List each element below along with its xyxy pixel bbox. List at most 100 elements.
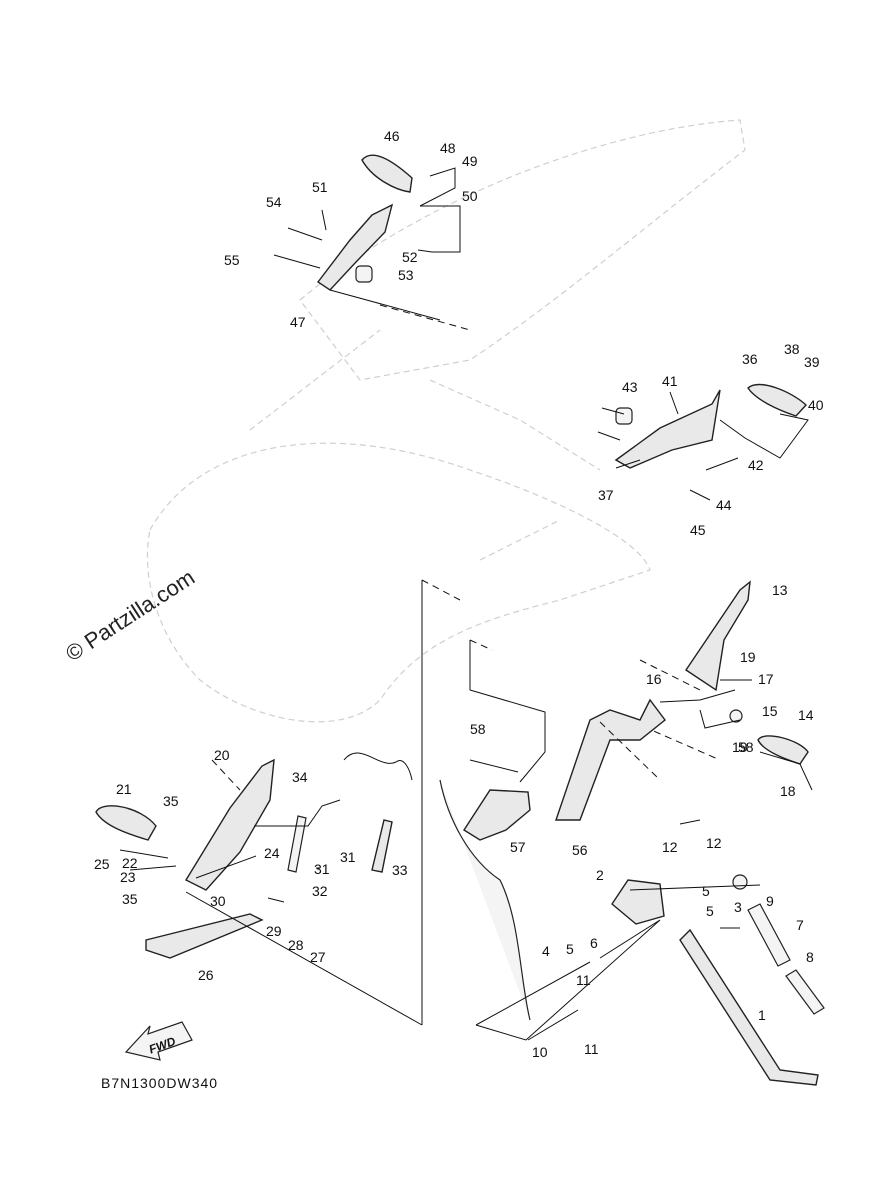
cable-33 xyxy=(371,819,393,873)
left-rider-footrest-group xyxy=(95,579,461,1026)
callout-label: 27 xyxy=(310,949,326,965)
sidestand-group xyxy=(439,779,825,1086)
spacer-43 xyxy=(615,407,633,425)
heel-guard-13 xyxy=(685,580,751,692)
callout-label: 5 xyxy=(566,941,574,957)
callout-label: 38 xyxy=(784,341,800,357)
callout-label: 13 xyxy=(772,582,788,598)
spring-8 xyxy=(785,969,825,1015)
callout-label: 11 xyxy=(576,972,591,988)
callout-label: 20 xyxy=(214,747,230,763)
callout-label: 35 xyxy=(122,891,138,907)
bolt-9 xyxy=(732,874,748,890)
callout-label: 36 xyxy=(742,351,758,367)
callout-label: 12 xyxy=(662,839,678,855)
footrest-14 xyxy=(757,735,809,765)
callout-label: 41 xyxy=(662,373,678,389)
rod-32 xyxy=(287,815,307,873)
callout-label: 17 xyxy=(758,671,774,687)
callout-label: 23 xyxy=(120,869,136,885)
callout-label: 45 xyxy=(690,522,706,538)
callout-label: 6 xyxy=(590,935,598,951)
callout-label: 14 xyxy=(798,707,814,723)
callout-label: 50 xyxy=(462,188,478,204)
callout-label: 43 xyxy=(622,379,638,395)
watermark-text: © Partzilla.com xyxy=(61,564,199,666)
callout-label: 58 xyxy=(470,721,486,737)
callout-label: 32 xyxy=(312,883,328,899)
callout-label: 37 xyxy=(598,487,614,503)
upper-left-footrest-group xyxy=(273,154,471,331)
callout-label: 26 xyxy=(198,967,214,983)
bracket-20 xyxy=(185,758,275,891)
callout-label: 44 xyxy=(716,497,732,513)
callout-label: 18 xyxy=(780,783,796,799)
callout-label: 30 xyxy=(210,893,226,909)
callout-label: 52 xyxy=(402,249,418,265)
callout-label: 29 xyxy=(266,923,282,939)
diagram-code: B7N1300DW340 xyxy=(101,1075,218,1091)
bracket-47 xyxy=(316,203,394,291)
callout-label: 21 xyxy=(116,781,132,797)
callout-label: 1 xyxy=(758,1007,766,1023)
callout-label: 3 xyxy=(734,899,742,915)
right-rider-footrest-group xyxy=(609,580,813,791)
callout-label: 25 xyxy=(94,856,110,872)
callout-label: 9 xyxy=(766,893,774,909)
footrest-46 xyxy=(361,154,413,193)
spring-7 xyxy=(747,903,791,967)
callout-label: 16 xyxy=(646,671,662,687)
callout-label: 22 xyxy=(122,855,138,871)
callout-label: 33 xyxy=(392,862,408,878)
callout-label: 5 xyxy=(706,903,714,919)
callout-label: 15 xyxy=(762,703,778,719)
callout-label: 7 xyxy=(796,917,804,933)
callout-label: 48 xyxy=(440,140,456,156)
callout-label: 58 xyxy=(738,739,754,755)
callout-label: 12 xyxy=(706,835,722,851)
brake-pedal-26 xyxy=(145,913,264,959)
bracket-2 xyxy=(611,879,665,925)
callout-label: 42 xyxy=(748,457,764,473)
callout-label: 5 xyxy=(702,883,710,899)
callout-label: 31 xyxy=(340,849,356,865)
bracket-56 xyxy=(555,698,666,821)
callout-label: 49 xyxy=(462,153,478,169)
callout-label: 19 xyxy=(732,739,748,755)
callout-label: 11 xyxy=(584,1041,599,1057)
callout-label: 51 xyxy=(312,179,328,195)
callout-label: 40 xyxy=(808,397,824,413)
callout-label: 10 xyxy=(532,1044,548,1060)
callout-label: 24 xyxy=(264,845,280,861)
footrest-36 xyxy=(747,383,807,417)
bracket-37 xyxy=(614,389,721,469)
frame-ghost-outline xyxy=(146,119,746,723)
right-footrest-group xyxy=(597,383,809,501)
fwd-arrow: FWD xyxy=(124,1021,193,1061)
callout-label: 28 xyxy=(288,937,304,953)
sidestand-1 xyxy=(679,928,819,1086)
bracket-56-57-group xyxy=(463,639,701,841)
callout-label: 46 xyxy=(384,128,400,144)
callout-label: 4 xyxy=(542,943,550,959)
callout-label: 56 xyxy=(572,842,588,858)
footrest-21 xyxy=(95,805,157,841)
callout-label: 34 xyxy=(292,769,308,785)
callout-label: 2 xyxy=(596,867,604,883)
callout-labels: 1 2 3 4 5 5 5 6 7 8 9 10 11 11 12 12 13 … xyxy=(94,128,824,1060)
callout-label: 57 xyxy=(510,839,526,855)
callout-label: 47 xyxy=(290,314,306,330)
callout-label: 31 xyxy=(314,861,330,877)
callout-label: 39 xyxy=(804,354,820,370)
cable-10 xyxy=(439,779,531,1021)
spacer-53 xyxy=(355,265,373,283)
guard-57 xyxy=(463,789,531,841)
pin-15 xyxy=(729,709,743,723)
callout-label: 35 xyxy=(163,793,179,809)
callout-label: 8 xyxy=(806,949,814,965)
callout-label: 54 xyxy=(266,194,282,210)
callout-label: 19 xyxy=(740,649,756,665)
callout-label: 55 xyxy=(224,252,240,268)
callout-label: 53 xyxy=(398,267,414,283)
